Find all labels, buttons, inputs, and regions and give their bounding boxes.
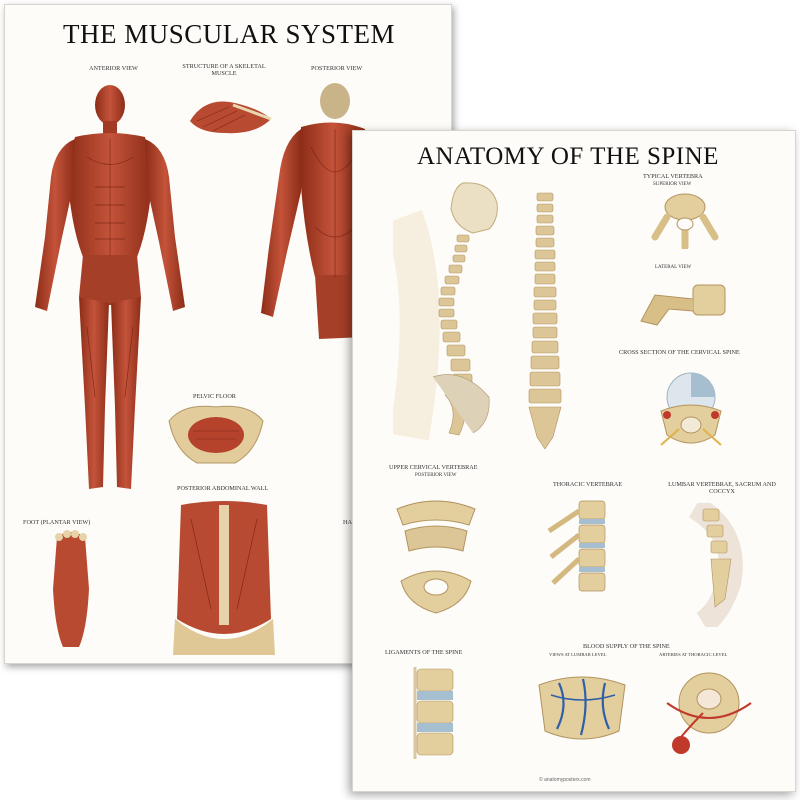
- blood-supply-thoracic-illustration: [666, 672, 752, 754]
- ligaments-heading: LIGAMENTS OF THE SPINE: [385, 649, 463, 656]
- thoracic-vertebrae-illustration: [547, 500, 606, 592]
- arteries-thoracic-level-subheading: ARTERIES AT THORACIC LEVEL: [659, 652, 728, 657]
- copyright-footer: © anatomyposters.com: [539, 777, 591, 783]
- spine-posterior-column-illustration: [528, 192, 562, 450]
- upper-cervical-heading: UPPER CERVICAL VERTEBRAE: [389, 464, 478, 471]
- pelvic-floor-illustration: [168, 405, 264, 464]
- spine-lateral-skeleton-illustration: [393, 182, 498, 441]
- cervical-cross-section-heading: CROSS SECTION OF THE CERVICAL SPINE: [619, 349, 740, 356]
- muscular-poster-title: THE MUSCULAR SYSTEM: [62, 19, 396, 49]
- posterior-body-illustration: [261, 83, 365, 339]
- posterior-view-heading: POSTERIOR VIEW: [311, 65, 363, 72]
- pelvic-floor-heading: PELVIC FLOOR: [193, 393, 236, 400]
- blood-supply-heading: BLOOD SUPPLY OF THE SPINE: [583, 643, 670, 650]
- upper-cervical-illustration: [396, 500, 476, 614]
- spine-anatomy-poster: ANATOMY OF THE SPINE: [352, 130, 796, 792]
- spinal-ligaments-illustration: [413, 667, 454, 759]
- typical-vertebra-lateral-illustration: [640, 284, 726, 326]
- muscle-structure-illustration: [190, 101, 272, 134]
- posterior-abdominal-wall-illustration: [173, 501, 275, 655]
- cervical-cross-section-illustration: [660, 372, 722, 446]
- blood-supply-lumbar-illustration: [538, 676, 626, 740]
- lumbar-sacrum-illustration: [689, 503, 743, 627]
- upper-cervical-posterior-subheading: POSTERIOR VIEW: [415, 473, 457, 478]
- lateral-view-subheading: LATERAL VIEW: [655, 265, 692, 270]
- posterior-abdominal-wall-heading: POSTERIOR ABDOMINAL WALL: [177, 485, 269, 492]
- thoracic-vertebrae-heading: THORACIC VERTEBRAE: [553, 481, 623, 488]
- spine-poster-title: ANATOMY OF THE SPINE: [417, 143, 719, 170]
- typical-vertebra-superior-illustration: [651, 193, 719, 249]
- superior-view-subheading: SUPERIOR VIEW: [653, 182, 692, 187]
- skeletal-muscle-structure-heading: STRUCTURE OF A SKELETAL MUSCLE: [182, 63, 266, 78]
- lumbar-sacrum-coccyx-heading: LUMBAR VERTEBRAE, SACRUM AND COCCYX: [668, 481, 776, 496]
- hand-heading: HAND: [343, 519, 361, 526]
- anterior-view-heading: ANTERIOR VIEW: [89, 65, 138, 72]
- foot-plantar-illustration: [53, 530, 89, 647]
- foot-heading: FOOT (PLANTAR VIEW): [23, 519, 91, 526]
- views-lumbar-level-subheading: VIEWS AT LUMBAR LEVEL: [549, 652, 607, 657]
- typical-vertebra-heading: TYPICAL VERTEBRA: [643, 173, 703, 180]
- anterior-body-illustration: [35, 85, 185, 489]
